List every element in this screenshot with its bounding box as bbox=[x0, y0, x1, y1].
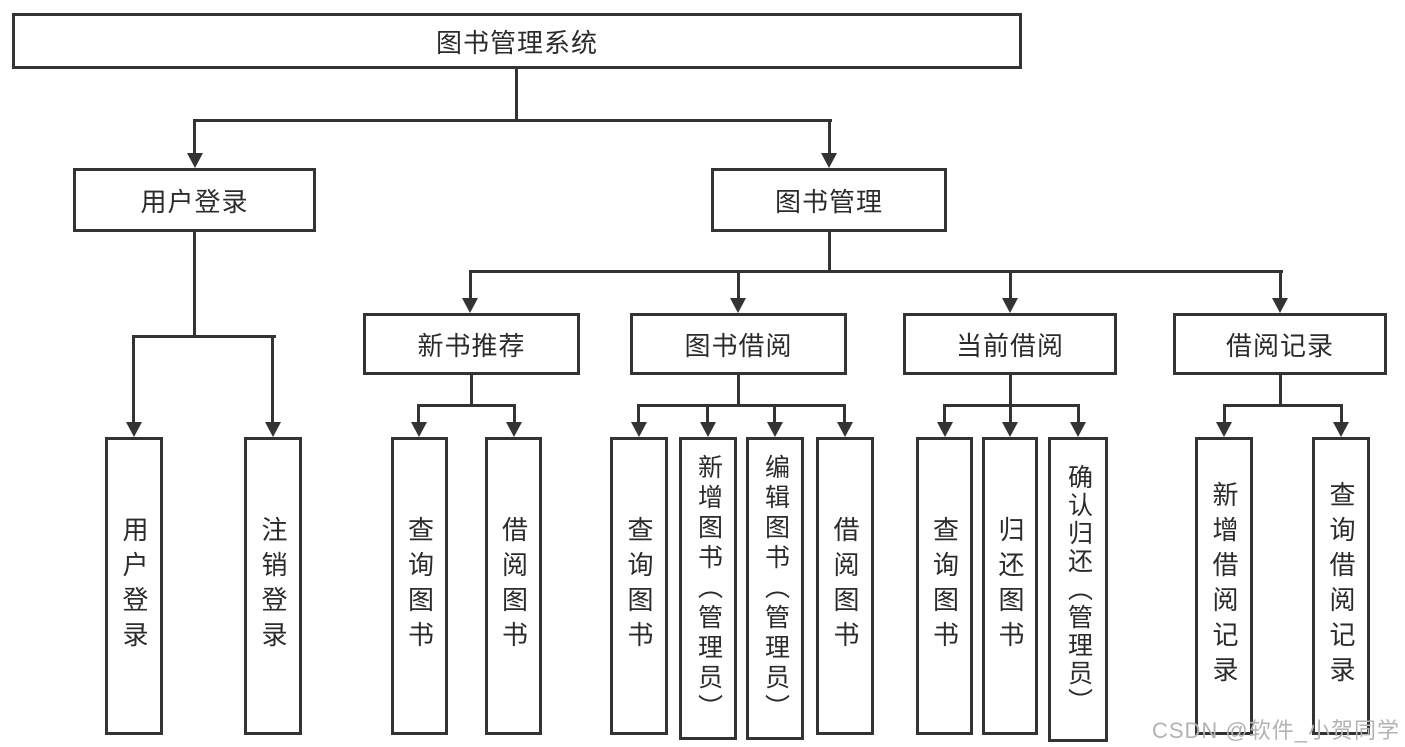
connector-line bbox=[132, 335, 276, 338]
node-root: 图书管理系统 bbox=[12, 13, 1022, 69]
leaf-add-borrow-record-label: 新增借阅记录 bbox=[1209, 481, 1239, 691]
connector-line bbox=[843, 404, 846, 425]
leaf-user-login: 用户登录 bbox=[105, 437, 163, 735]
arrow-down-icon bbox=[767, 422, 783, 437]
leaf-edit-book-admin: 编辑图书（管理员） bbox=[746, 437, 804, 740]
watermark: CSDN @软件_小贺同学 bbox=[1151, 718, 1400, 743]
node-book-borrow-label: 图书借阅 bbox=[684, 330, 793, 361]
leaf-borrow-book-2-label: 借阅图书 bbox=[830, 516, 860, 656]
arrow-down-icon bbox=[1333, 422, 1349, 437]
leaf-add-book-admin-label: 新增图书（管理员） bbox=[694, 453, 723, 724]
leaf-query-borrow-record-label: 查询借阅记录 bbox=[1326, 481, 1356, 691]
connector-line bbox=[469, 270, 472, 301]
arrow-down-icon bbox=[821, 153, 837, 168]
connector-line bbox=[637, 404, 640, 425]
leaf-logout-label: 注销登录 bbox=[258, 516, 288, 656]
arrow-down-icon bbox=[1216, 422, 1232, 437]
leaf-add-borrow-record: 新增借阅记录 bbox=[1195, 437, 1253, 735]
node-new-book-recommend-label: 新书推荐 bbox=[417, 330, 526, 361]
leaf-query-borrow-record: 查询借阅记录 bbox=[1312, 437, 1370, 735]
leaf-query-book-1: 查询图书 bbox=[391, 437, 448, 735]
connector-line bbox=[1279, 375, 1282, 407]
node-user-login: 用户登录 bbox=[73, 168, 316, 232]
node-book-management-label: 图书管理 bbox=[774, 186, 883, 217]
connector-line bbox=[828, 119, 831, 157]
leaf-query-book-2-label: 查询图书 bbox=[624, 516, 654, 656]
leaf-confirm-return-admin: 确认归还（管理员） bbox=[1048, 437, 1108, 742]
connector-line bbox=[513, 404, 516, 425]
arrow-down-icon bbox=[506, 422, 522, 437]
leaf-user-login-label: 用户登录 bbox=[119, 516, 149, 656]
arrow-down-icon bbox=[462, 298, 478, 313]
leaf-borrow-book-2: 借阅图书 bbox=[816, 437, 874, 735]
connector-line bbox=[515, 69, 518, 122]
arrow-down-icon bbox=[700, 422, 716, 437]
arrow-down-icon bbox=[126, 422, 142, 437]
connector-line bbox=[737, 270, 740, 301]
node-borrow-records-label: 借阅记录 bbox=[1225, 330, 1334, 361]
connector-line bbox=[1340, 404, 1343, 425]
node-root-label: 图书管理系统 bbox=[435, 27, 598, 58]
arrow-down-icon bbox=[187, 153, 203, 168]
connector-line bbox=[470, 375, 473, 407]
connector-line bbox=[773, 404, 776, 425]
connector-line bbox=[637, 404, 846, 407]
node-current-borrow-label: 当前借阅 bbox=[955, 330, 1064, 361]
arrow-down-icon bbox=[411, 422, 427, 437]
connector-line bbox=[417, 404, 516, 407]
connector-line bbox=[193, 232, 196, 338]
arrow-down-icon bbox=[1002, 422, 1018, 437]
node-user-login-label: 用户登录 bbox=[140, 186, 249, 217]
leaf-query-book-2: 查询图书 bbox=[610, 437, 668, 735]
connector-line bbox=[132, 335, 135, 423]
leaf-confirm-return-admin-label: 确认归还（管理员） bbox=[1064, 463, 1093, 716]
connector-line bbox=[417, 404, 420, 425]
leaf-borrow-book-1-label: 借阅图书 bbox=[498, 516, 529, 656]
leaf-query-book-3-label: 查询图书 bbox=[929, 516, 960, 656]
arrow-down-icon bbox=[837, 422, 853, 437]
connector-line bbox=[706, 404, 709, 425]
arrow-down-icon bbox=[1002, 298, 1018, 313]
leaf-query-book-3: 查询图书 bbox=[916, 437, 973, 735]
connector-line bbox=[943, 404, 946, 425]
connector-line bbox=[193, 119, 196, 157]
leaf-query-book-1-label: 查询图书 bbox=[404, 516, 435, 656]
arrow-down-icon bbox=[1272, 298, 1288, 313]
connector-line bbox=[828, 232, 831, 273]
connector-line bbox=[1077, 404, 1080, 425]
connector-line bbox=[737, 375, 740, 407]
arrow-down-icon bbox=[265, 422, 281, 437]
arrow-down-icon bbox=[1070, 422, 1086, 437]
leaf-add-book-admin: 新增图书（管理员） bbox=[679, 437, 737, 740]
leaf-return-book: 归还图书 bbox=[982, 437, 1038, 735]
node-new-book-recommend: 新书推荐 bbox=[363, 313, 580, 375]
connector-line bbox=[193, 119, 832, 122]
leaf-logout: 注销登录 bbox=[244, 437, 302, 735]
node-current-borrow: 当前借阅 bbox=[903, 313, 1117, 375]
connector-line bbox=[1279, 270, 1282, 301]
connector-line bbox=[1009, 375, 1012, 407]
leaf-return-book-label: 归还图书 bbox=[995, 516, 1025, 656]
leaf-borrow-book-1: 借阅图书 bbox=[485, 437, 542, 735]
arrow-down-icon bbox=[730, 298, 746, 313]
connector-line bbox=[1009, 270, 1012, 301]
connector-line bbox=[1223, 404, 1343, 407]
leaf-edit-book-admin-label: 编辑图书（管理员） bbox=[761, 453, 790, 724]
connector-line bbox=[469, 270, 1283, 273]
connector-line bbox=[1009, 404, 1012, 425]
connector-line bbox=[271, 335, 274, 423]
arrow-down-icon bbox=[631, 422, 647, 437]
node-book-management: 图书管理 bbox=[711, 168, 947, 232]
arrow-down-icon bbox=[937, 422, 953, 437]
connector-line bbox=[1223, 404, 1226, 425]
node-borrow-records: 借阅记录 bbox=[1173, 313, 1387, 375]
node-book-borrow: 图书借阅 bbox=[630, 313, 847, 375]
